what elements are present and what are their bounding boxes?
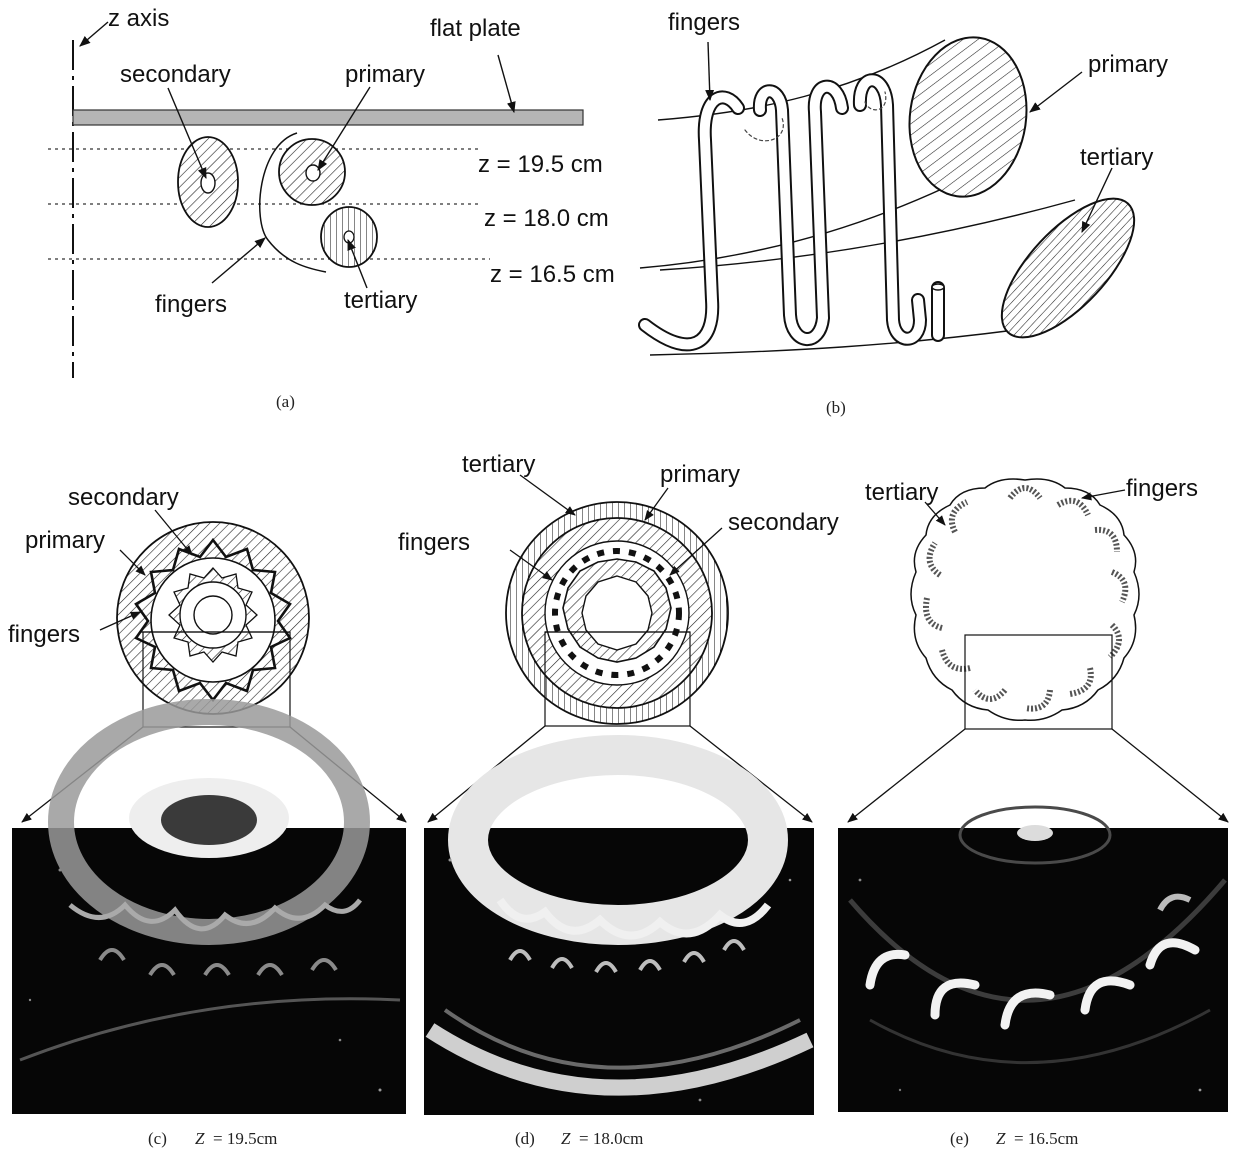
panel-b: fingers primary tertiary (b) [640,9,1168,417]
panel-c: secondary primary fingers (c) Z = 19.5cm [8,484,406,1148]
caption-c-tag: (c) [148,1129,167,1148]
z-label-1: z = 19.5 cm [478,151,603,178]
caption-e-value: = 16.5cm [1014,1129,1078,1148]
caption-a: (a) [276,392,295,411]
panel-d: tertiary primary secondary fingers (d) Z… [398,451,839,1148]
panel-a: z axis flat plate secondary primary z = … [48,5,615,411]
tertiary-cross-section [980,178,1156,359]
caption-b: (b) [826,398,846,417]
fingers-label-d: fingers [398,529,470,556]
photo-c [12,712,406,1114]
fingers-label-b: fingers [668,9,740,36]
tertiary-label-b: tertiary [1080,144,1153,171]
z-axis-label: z axis [108,5,169,32]
primary-label-d: primary [660,461,740,488]
fingers-label: fingers [155,291,227,318]
primary-cross-section [899,30,1036,205]
fingers-label-e: fingers [1126,475,1198,502]
tertiary-label-d: tertiary [462,451,535,478]
secondary-label-c: secondary [68,484,179,511]
z-label-3: z = 16.5 cm [490,261,615,288]
caption-d-tag: (d) [515,1129,535,1148]
caption-e-tag: (e) [950,1129,969,1148]
flat-plate-label: flat plate [430,15,521,42]
caption-c-z: Z [195,1129,205,1148]
primary-label-c: primary [25,527,105,554]
secondary-label-d: secondary [728,509,839,536]
secondary-core [201,173,215,193]
tertiary-label-e: tertiary [865,479,938,506]
tertiary-label: tertiary [344,287,417,314]
finger-spirals [645,80,944,344]
secondary-label: secondary [120,61,231,88]
fingers-label-c: fingers [8,621,80,648]
caption-d-value: = 18.0cm [579,1129,643,1148]
primary-core [306,165,320,181]
z-label-2: z = 18.0 cm [484,205,609,232]
panel-e: tertiary fingers (e) Z = 16.5cm [838,475,1228,1148]
primary-label-b: primary [1088,51,1168,78]
caption-d-z: Z [561,1129,571,1148]
photo-e [838,807,1228,1112]
tertiary-boundary-e [911,479,1139,720]
caption-e-z: Z [996,1129,1006,1148]
tertiary-tube-top [660,200,1075,270]
photo-d [424,755,814,1115]
flat-plate [73,110,583,125]
primary-label: primary [345,61,425,88]
caption-c-value: = 19.5cm [213,1129,277,1148]
primary-tube-top [658,40,945,120]
core-c [194,596,232,634]
